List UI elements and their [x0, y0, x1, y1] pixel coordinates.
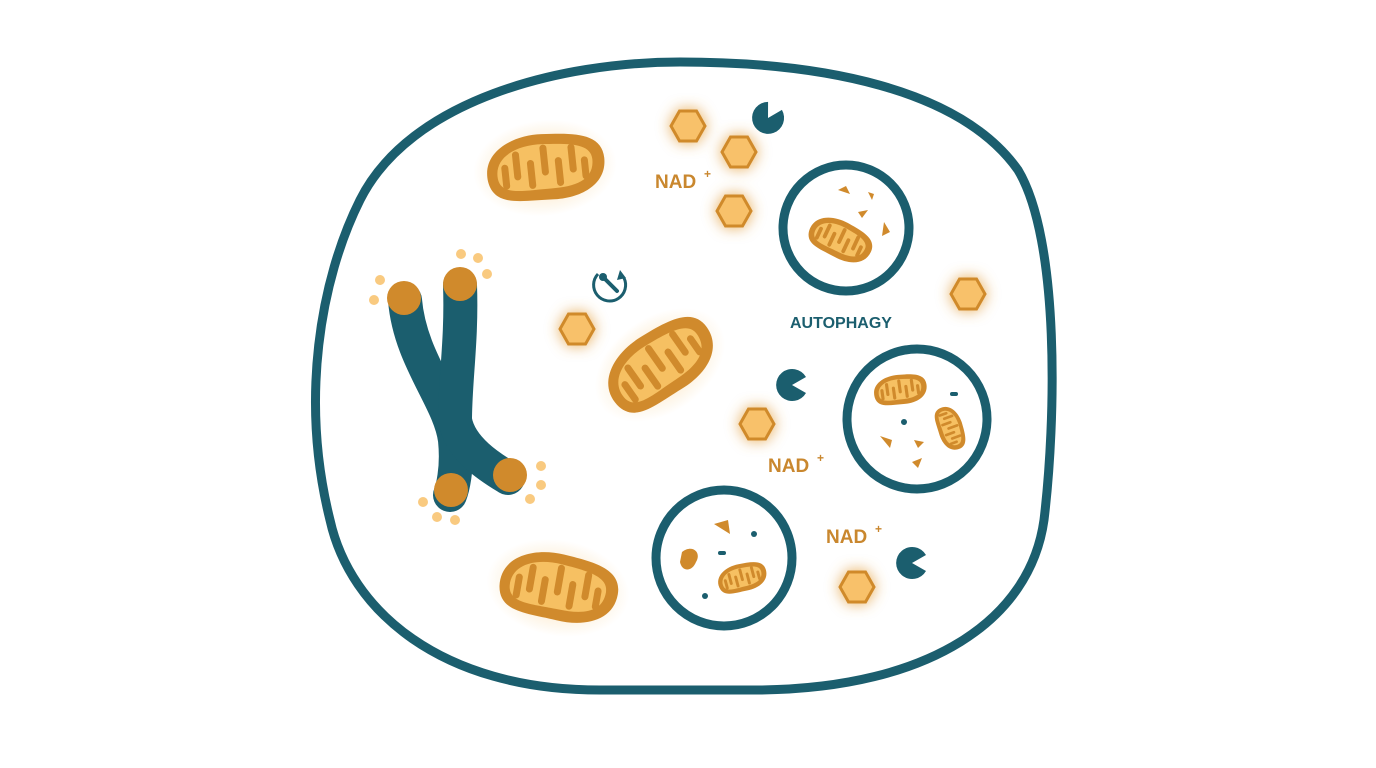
- wrench-repair-icon: [592, 270, 628, 303]
- autophagosome-icon: [778, 160, 914, 296]
- autophagosome-icon: [651, 485, 797, 631]
- nad-superscript: +: [817, 451, 824, 465]
- chromosome-icon: [369, 249, 546, 525]
- autophagosome-icon: [842, 344, 992, 494]
- nad-superscript: +: [875, 522, 882, 536]
- autophagy-label: AUTOPHAGY: [790, 315, 892, 332]
- mitochondrion-icon: [486, 539, 630, 637]
- nad-label: NAD: [826, 527, 867, 548]
- nad-superscript: +: [704, 167, 711, 181]
- nad-label: NAD: [655, 172, 696, 193]
- mitochondrion-icon: [473, 119, 617, 217]
- nad-label: NAD: [768, 456, 809, 477]
- mitochondrion-icon: [573, 284, 746, 445]
